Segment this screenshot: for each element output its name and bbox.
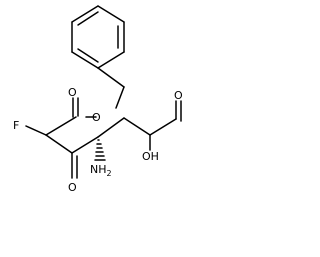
- acid-carbonyl-oxygen-label: O: [174, 89, 183, 102]
- fluorine-label: F: [13, 119, 19, 132]
- ring-double-bond: [77, 48, 99, 63]
- ketone-c3-bond: [71, 136, 99, 154]
- ring-bond: [71, 5, 99, 23]
- ring-double-bond: [77, 11, 99, 26]
- hashed-wedge-bond: [94, 139, 106, 161]
- c-f-bond: [25, 125, 47, 136]
- benzyl-bond: [97, 67, 125, 88]
- ester-oxygen-label: O: [92, 111, 101, 124]
- ring-bond: [97, 5, 125, 23]
- amine-label: NH2: [90, 163, 112, 178]
- benzene-ring: [71, 5, 125, 69]
- c3-ch2-bond: [97, 117, 125, 138]
- ring-bond: [97, 51, 125, 69]
- ester-carbonyl-oxygen-label: O: [68, 86, 77, 99]
- ester-c-alpha-bond: [45, 116, 77, 136]
- alpha-ketone-bond: [45, 134, 73, 154]
- chemical-structure: O O F O NH2 OH O: [13, 5, 183, 194]
- ketone-oxygen-label: O: [68, 181, 77, 194]
- ring-bond: [71, 51, 99, 69]
- ch2-acid-bond: [123, 117, 151, 136]
- acid-hydroxyl-label: OH: [142, 150, 159, 163]
- acid-carbonyl-bond: [149, 118, 177, 136]
- benzyl-oxygen-bond: [115, 86, 125, 109]
